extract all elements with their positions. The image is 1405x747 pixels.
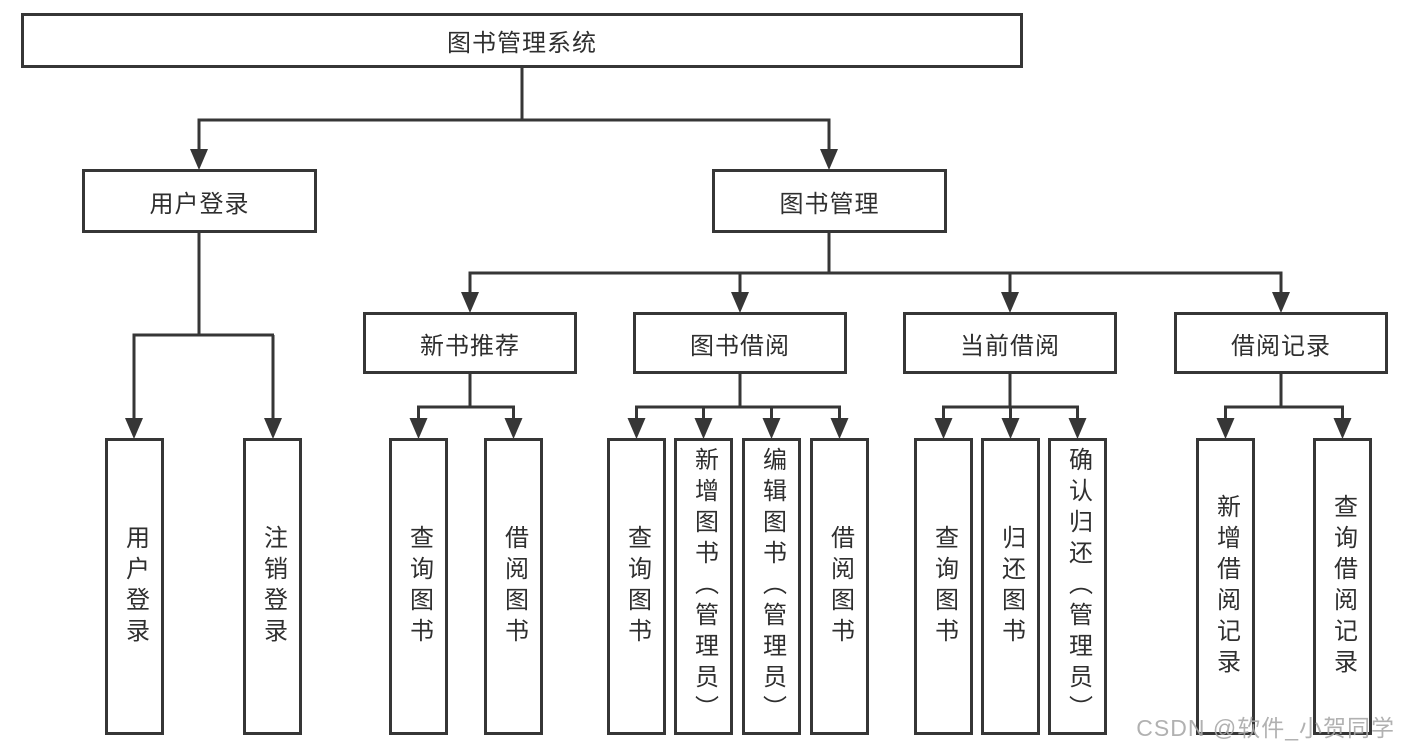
node-label: 借阅图书: [826, 524, 854, 649]
leaf-confirm-return-admin: 确认归还（管理员）: [1048, 438, 1107, 735]
leaf-user-login: 用户登录: [105, 438, 164, 735]
node-label: 用户登录: [149, 190, 250, 218]
node-label: 确认归还（管理员）: [1064, 447, 1092, 726]
node-label: 图书借阅: [690, 332, 790, 360]
leaf-borrow-books-2: 借阅图书: [810, 438, 869, 735]
csdn-watermark: CSDN @软件_小贺同学: [1136, 715, 1395, 741]
node-label: 新增图书（管理员）: [690, 447, 718, 726]
node-label: 用户登录: [121, 524, 149, 649]
leaf-edit-books-admin: 编辑图书（管理员）: [742, 438, 801, 735]
node-label: 查询图书: [930, 524, 958, 649]
node-label: 归还图书: [997, 524, 1025, 649]
node-label: 查询图书: [405, 524, 433, 649]
leaf-logout: 注销登录: [243, 438, 302, 735]
leaf-query-books-2: 查询图书: [607, 438, 666, 735]
node-new-book-recommend: 新书推荐: [363, 312, 577, 374]
node-label: 注销登录: [259, 524, 287, 649]
leaf-return-books: 归还图书: [981, 438, 1040, 735]
leaf-query-borrow-record: 查询借阅记录: [1313, 438, 1372, 735]
node-label: 借阅记录: [1231, 332, 1331, 360]
node-borrowing-records: 借阅记录: [1174, 312, 1388, 374]
node-current-borrowing: 当前借阅: [903, 312, 1117, 374]
node-label: 借阅图书: [500, 524, 528, 649]
arrowhead-icons: [125, 149, 1352, 439]
node-label: 新增借阅记录: [1212, 493, 1240, 680]
leaf-add-borrow-record: 新增借阅记录: [1196, 438, 1255, 735]
leaf-query-books-1: 查询图书: [389, 438, 448, 735]
leaf-query-books-3: 查询图书: [914, 438, 973, 735]
node-label: 查询借阅记录: [1329, 493, 1357, 680]
leaf-borrow-books-1: 借阅图书: [484, 438, 543, 735]
node-user-login: 用户登录: [82, 169, 317, 233]
node-label: 图书管理系统: [447, 30, 597, 57]
node-book-borrowing: 图书借阅: [633, 312, 847, 374]
node-label: 图书管理: [779, 190, 880, 218]
node-label: 查询图书: [623, 524, 651, 649]
node-library-management-system: 图书管理系统: [21, 13, 1023, 68]
leaf-add-books-admin: 新增图书（管理员）: [674, 438, 733, 735]
node-label: 编辑图书（管理员）: [758, 447, 786, 726]
node-label: 新书推荐: [420, 332, 520, 360]
node-book-management: 图书管理: [712, 169, 947, 233]
node-label: 当前借阅: [960, 332, 1060, 360]
